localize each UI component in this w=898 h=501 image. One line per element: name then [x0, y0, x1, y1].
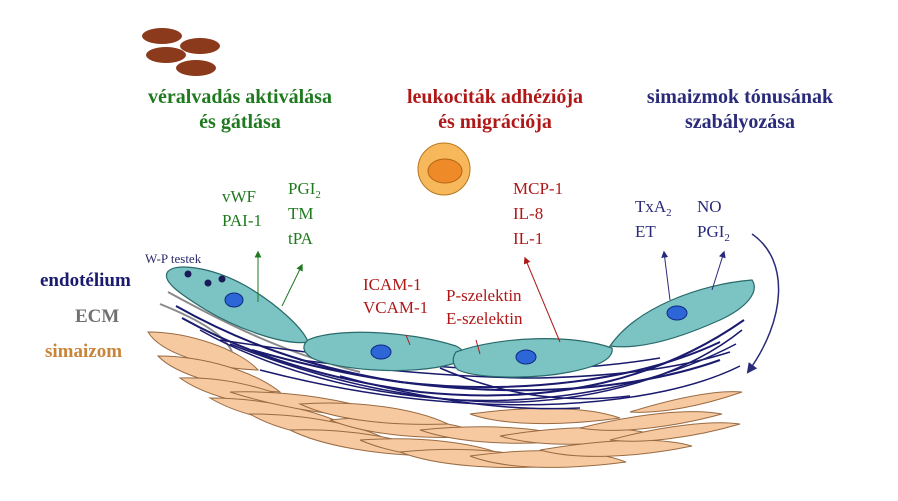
label-smooth-muscle: simaizom [45, 341, 122, 362]
heading-tone-line1: simaizmok tónusának [647, 86, 834, 108]
label-et: ET [635, 222, 656, 241]
heading-leukocyte-line2: és migrációja [438, 111, 552, 133]
arrows [254, 233, 780, 374]
arrow [711, 250, 726, 291]
arrow [523, 256, 561, 343]
label-tm: TM [288, 204, 314, 223]
label-vcam1: VCAM-1 [363, 298, 428, 317]
heading-leukocyte-line1: leukociták adhéziója [407, 86, 583, 108]
heading-coagulation-line1: véralvadás aktiválása [148, 86, 332, 108]
arrow [746, 233, 780, 374]
red-blood-cell [146, 47, 186, 63]
label-endothelium: endotélium [40, 270, 131, 291]
red-blood-cell [176, 60, 216, 76]
arrow [281, 263, 303, 307]
arrow [405, 334, 411, 346]
nuclei [224, 292, 688, 365]
label-icam1: ICAM-1 [363, 275, 422, 294]
label-mcp1: MCP-1 [513, 179, 563, 198]
leukocyte [417, 142, 471, 196]
red-blood-cells [142, 28, 220, 76]
red-blood-cell [180, 38, 220, 54]
red-blood-cell [142, 28, 182, 44]
label-p-selectin: P-szelektin [446, 286, 522, 305]
label-no: NO [697, 197, 722, 216]
arrow [661, 250, 671, 301]
label-tpa: tPA [288, 229, 314, 248]
label-vwf: vWF [222, 187, 256, 206]
label-il8: IL-8 [513, 204, 543, 223]
side-labels: endotélium ECM simaizom [40, 270, 131, 362]
label-wp-bodies: W-P testek [145, 251, 202, 266]
label-ecm: ECM [75, 306, 119, 327]
label-pgi2: PGI2 [288, 179, 321, 201]
label-pgi2-tone: PGI2 [697, 222, 730, 244]
smooth-muscle-layer [147, 331, 743, 468]
weibel-palade-bodies [184, 270, 226, 287]
label-pai1: PAI-1 [222, 211, 262, 230]
headings: véralvadás aktiválása és gátlása leukoci… [148, 86, 834, 133]
label-txa2: TxA2 [635, 197, 672, 219]
label-il1: IL-1 [513, 229, 543, 248]
annotations: W-P testek vWF PAI-1 PGI2 TM tPA ICAM-1 … [145, 179, 730, 328]
heading-coagulation-line2: és gátlása [199, 111, 281, 133]
heading-tone-line2: szabályozása [685, 111, 795, 133]
arrow [475, 339, 481, 355]
label-e-selectin: E-szelektin [446, 309, 523, 328]
